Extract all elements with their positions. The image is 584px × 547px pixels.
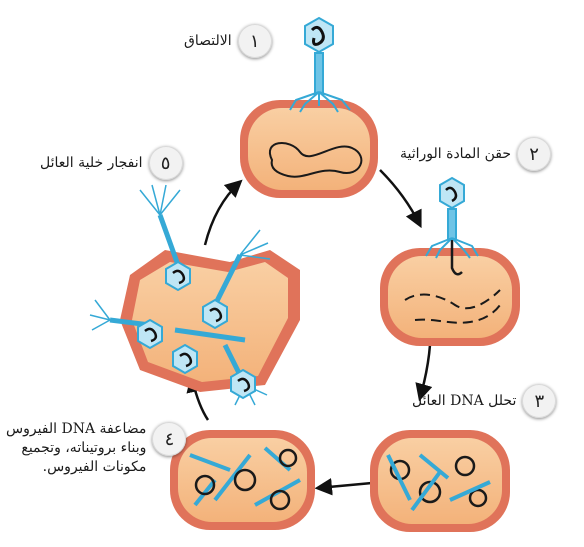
arrow-5-to-1 xyxy=(205,182,240,245)
cell-stage-3 xyxy=(370,430,510,532)
arrow-1-to-2 xyxy=(380,170,420,225)
cell-stage-2 xyxy=(380,235,520,346)
arrow-3-to-4 xyxy=(318,483,372,488)
step-number-5: ٥ xyxy=(149,146,183,180)
step-1-attachment: ١ الالتصاق xyxy=(184,24,272,58)
step-3-host-dna-degradation: ٣ تحلل DNA العائل xyxy=(412,384,556,418)
step-label-4: مضاعفة DNA الفيروس وبناء بروتيناته، وتجم… xyxy=(6,420,146,477)
bacteriophage-icon xyxy=(290,18,350,112)
step-5-lysis: ٥ انفجار خلية العائل xyxy=(40,146,183,180)
step-number-1: ١ xyxy=(238,24,272,58)
cell-stage-5 xyxy=(90,185,300,405)
step-label-4-line-2: وبناء بروتيناته، وتجميع xyxy=(6,439,146,458)
step-2-injection: ٢ حقن المادة الوراثية xyxy=(400,137,551,171)
step-label-1: الالتصاق xyxy=(184,33,232,49)
step-number-3: ٣ xyxy=(522,384,556,418)
step-label-4-line-1: مضاعفة DNA الفيروس xyxy=(6,420,146,439)
step-label-2: حقن المادة الوراثية xyxy=(400,146,511,162)
cell-stage-1 xyxy=(240,100,378,198)
step-4-replication-assembly: ٤ مضاعفة DNA الفيروس وبناء بروتيناته، وت… xyxy=(6,420,186,477)
step-label-4-line-3: مكونات الفيروس. xyxy=(6,458,146,477)
step-label-5: انفجار خلية العائل xyxy=(40,155,143,171)
cell-stage-4 xyxy=(170,430,315,530)
step-number-2: ٢ xyxy=(517,137,551,171)
step-number-4: ٤ xyxy=(152,422,186,456)
step-label-3: تحلل DNA العائل xyxy=(412,393,516,409)
